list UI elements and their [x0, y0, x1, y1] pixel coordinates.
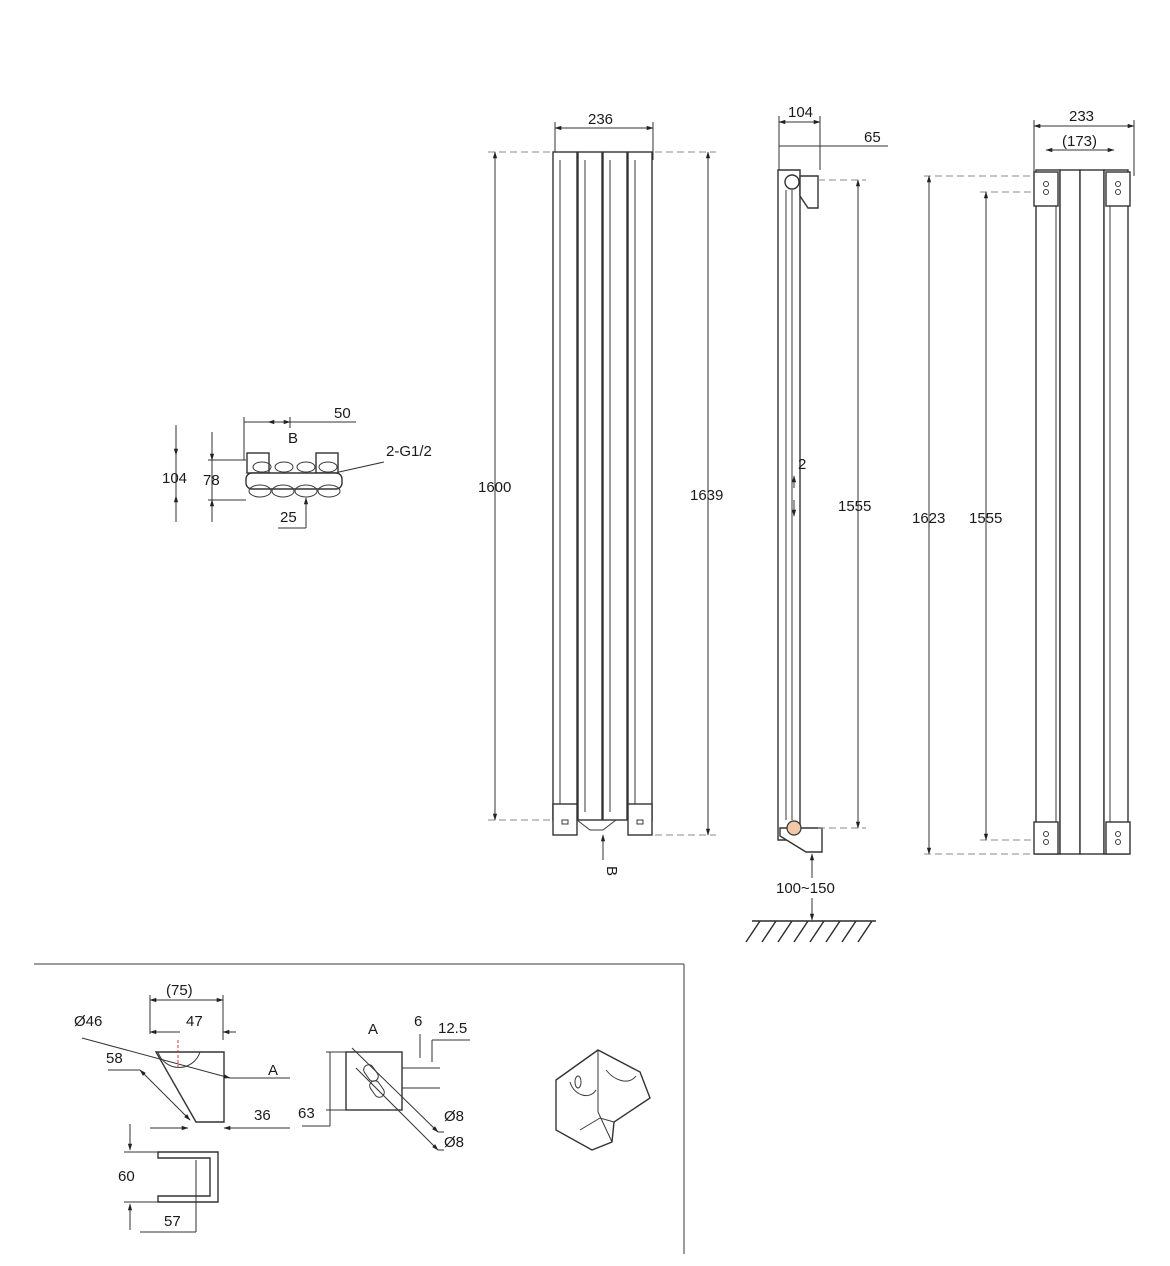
connection-label: 2-G1/2	[386, 443, 432, 460]
dim-label-57: 57	[164, 1213, 181, 1230]
rear-panel-4	[1103, 169, 1129, 855]
dim-label-50: 50	[334, 405, 351, 422]
rear-bracket-bottom-right	[1105, 821, 1131, 855]
dim-label-diameter-46: Ø46	[74, 1013, 102, 1030]
dim-label-6: 6	[414, 1013, 422, 1030]
bracket-profile	[154, 1051, 225, 1123]
dim-label-1555-rear: 1555	[969, 510, 1002, 527]
top-view-body	[245, 472, 343, 490]
side-bottom-bracket	[779, 827, 823, 853]
dim-label-47: 47	[186, 1013, 203, 1030]
front-foot-right	[627, 803, 653, 836]
front-panel-2	[577, 151, 603, 821]
dim-label-58: 58	[106, 1050, 123, 1067]
dim-label-104-side: 104	[788, 104, 813, 121]
label-a-side: A	[268, 1062, 278, 1079]
side-body	[777, 169, 801, 841]
side-top-bracket	[799, 175, 819, 209]
dim-label-233: 233	[1069, 108, 1094, 125]
section-label-b: B	[603, 866, 620, 876]
u-bracket	[157, 1151, 219, 1203]
dim-label-75: (75)	[166, 982, 193, 999]
dim-label-104-top: 104	[162, 470, 187, 487]
bracket-isometric	[555, 1049, 651, 1151]
side-view: 104 65 2 1555 100~150	[745, 104, 888, 943]
dim-label-diameter-8a: Ø8	[444, 1108, 464, 1125]
front-panel-4	[627, 151, 653, 821]
connection-leader	[329, 461, 385, 475]
dim-label-236: 236	[588, 111, 613, 128]
dim-label-25: 25	[280, 509, 297, 526]
dim-label-65: 65	[864, 129, 881, 146]
dim-label-1600: 1600	[478, 479, 511, 496]
rear-panel-3	[1079, 169, 1105, 855]
dim-label-78: 78	[203, 472, 220, 489]
rear-bracket-bottom-left	[1033, 821, 1059, 855]
label-b-top: B	[288, 430, 298, 447]
label-a-view: A	[368, 1021, 378, 1038]
floor-hatch	[745, 920, 873, 943]
front-panel-3	[602, 151, 628, 821]
rear-view: 233 (173) 1623 1555	[912, 108, 1135, 855]
dim-label-12-5: 12.5	[438, 1020, 467, 1037]
dim-label-173: (173)	[1062, 133, 1097, 150]
dim-label-diameter-8b: Ø8	[444, 1134, 464, 1151]
dim-label-1639: 1639	[690, 487, 723, 504]
front-view: 236 1600 1639 B	[478, 111, 723, 876]
dim-label-floor-gap: 100~150	[776, 880, 835, 897]
dim-label-60: 60	[118, 1168, 135, 1185]
dim-label-36: 36	[254, 1107, 271, 1124]
front-panel-1	[552, 151, 578, 821]
dim-label-2: 2	[798, 456, 806, 473]
dim-label-1623: 1623	[912, 510, 945, 527]
dim-label-1555-side: 1555	[838, 498, 871, 515]
top-view: 50 B 2-G1/2 104 78 25	[162, 405, 432, 529]
bracket-detail: (75) Ø46 47 A 58 36 60 57 A	[34, 963, 685, 1254]
dim-label-63: 63	[298, 1105, 315, 1122]
rear-panel-2	[1059, 169, 1081, 855]
